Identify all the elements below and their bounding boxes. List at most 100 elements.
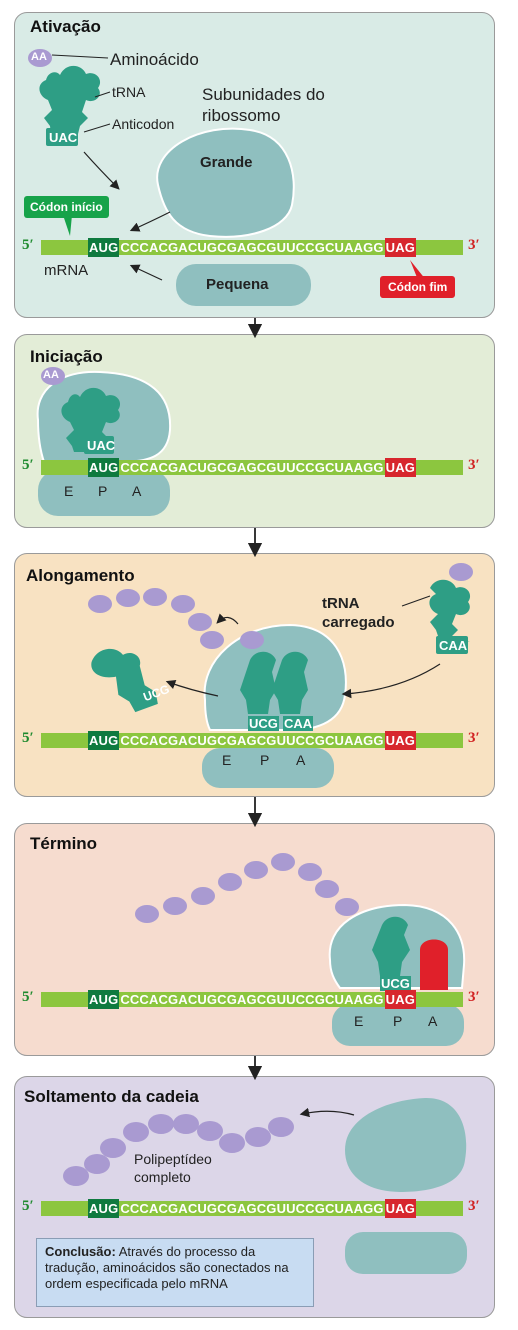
activation-title: Ativação bbox=[30, 17, 101, 36]
start-codon: AUG bbox=[88, 990, 120, 1009]
three-prime-label: 3′ bbox=[468, 237, 480, 253]
conclusion-text: Através do processo da tradução, aminoác… bbox=[45, 1244, 289, 1291]
mrna-middle-sequence: CCCACGACUGCGAGCGUUCCGCUAAGG bbox=[120, 460, 384, 475]
site-a: A bbox=[428, 1013, 438, 1029]
trna-shape bbox=[39, 65, 101, 146]
anticodon-uac-1: UAC bbox=[49, 130, 78, 145]
small-subunit bbox=[345, 1232, 467, 1274]
polypeptide-chain bbox=[63, 1114, 294, 1186]
start-codon: AUG bbox=[88, 238, 120, 257]
stop-codon: UAG bbox=[384, 238, 417, 257]
mrna-backbone bbox=[41, 460, 463, 475]
site-a: A bbox=[132, 483, 142, 499]
elongation-graphics bbox=[88, 563, 473, 788]
conclusion-heading: Conclusão: bbox=[45, 1244, 116, 1259]
activation-graphics bbox=[28, 49, 426, 306]
anticodon-caa-incoming: CAA bbox=[439, 638, 468, 653]
mrna-middle-sequence: CCCACGACUGCGAGCGUUCCGCUAAGG bbox=[120, 240, 384, 255]
release-factor bbox=[420, 939, 448, 990]
small-subunit bbox=[38, 470, 170, 516]
amino-acid-shape bbox=[41, 367, 65, 385]
mrna-backbone bbox=[41, 733, 463, 748]
five-prime-label: 5′ bbox=[22, 730, 34, 746]
stop-codon: UAG bbox=[384, 990, 417, 1009]
site-e: E bbox=[222, 752, 232, 768]
amino-acid-abbrev: AA bbox=[31, 51, 47, 63]
exiting-trna bbox=[91, 648, 158, 713]
mrna-middle-sequence: CCCACGACUGCGAGCGUUCCGCUAAGG bbox=[120, 1201, 384, 1216]
five-prime-label: 5′ bbox=[22, 237, 34, 253]
amino-acid-shape bbox=[28, 49, 52, 67]
mrna-backbone bbox=[41, 1201, 463, 1216]
stop-codon-tag: Códon fim bbox=[380, 276, 456, 298]
large-subunit-label: Grande bbox=[200, 154, 253, 171]
small-subunit bbox=[202, 748, 334, 788]
large-subunit bbox=[203, 623, 347, 731]
termination-title: Término bbox=[30, 834, 98, 853]
small-subunit bbox=[332, 1004, 464, 1046]
anticodon-ucg: UCG bbox=[248, 716, 279, 731]
charged-trna bbox=[429, 579, 471, 654]
trna-in-ribosome bbox=[240, 651, 308, 714]
site-a: A bbox=[296, 752, 306, 768]
mrna-middle-sequence: CCCACGACUGCGAGCGUUCCGCUAAGG bbox=[120, 992, 384, 1007]
site-e: E bbox=[354, 1013, 364, 1029]
start-codon: AUG bbox=[88, 731, 120, 750]
start-codon-tag: Códon início bbox=[24, 196, 109, 218]
anticodon-label: Anticodon bbox=[112, 116, 175, 132]
stop-codon: UAG bbox=[384, 1199, 417, 1218]
mrna-backbone bbox=[41, 992, 463, 1007]
stop-codon: UAG bbox=[384, 458, 417, 477]
start-codon: AUG bbox=[88, 458, 120, 477]
mrna-backbone bbox=[41, 240, 463, 255]
termination-graphics bbox=[135, 853, 466, 1046]
site-e: E bbox=[64, 483, 74, 499]
three-prime-label: 3′ bbox=[468, 457, 480, 473]
small-subunit-label: Pequena bbox=[206, 276, 269, 293]
start-codon: AUG bbox=[88, 1199, 120, 1218]
trna-shape bbox=[61, 387, 121, 454]
initiation-title: Iniciação bbox=[30, 347, 103, 366]
three-prime-label: 3′ bbox=[468, 989, 480, 1005]
trna-shape bbox=[372, 916, 410, 976]
polypeptide-label: Polipeptídeo completo bbox=[134, 1151, 212, 1185]
large-subunit bbox=[156, 127, 295, 238]
amino-acid-chain bbox=[135, 853, 359, 923]
amino-acid-chain bbox=[88, 563, 473, 649]
initiation-graphics bbox=[36, 367, 172, 516]
trna-label: tRNA bbox=[112, 84, 146, 100]
small-subunit bbox=[176, 264, 311, 306]
large-subunit bbox=[345, 1097, 467, 1192]
five-prime-label: 5′ bbox=[22, 457, 34, 473]
mrna-label: mRNA bbox=[44, 262, 89, 279]
charged-trna-label: tRNA carregado bbox=[322, 595, 395, 631]
stop-codon: UAG bbox=[384, 731, 417, 750]
ribosome-subunits-label: Subunidades do ribossomo bbox=[202, 85, 325, 125]
anticodon-caa-bound: CAA bbox=[283, 716, 314, 731]
mrna-middle-sequence: CCCACGACUGCGAGCGUUCCGCUAAGG bbox=[120, 733, 384, 748]
conclusion-box: Conclusão: Através do processo da traduç… bbox=[36, 1238, 314, 1307]
amino-acid-label: Aminoácido bbox=[110, 50, 199, 69]
site-p: P bbox=[260, 752, 270, 768]
release-title: Soltamento da cadeia bbox=[24, 1087, 199, 1106]
anticodon-ucg-term: UCG bbox=[380, 976, 411, 991]
three-prime-label: 3′ bbox=[468, 1198, 480, 1214]
five-prime-label: 5′ bbox=[22, 989, 34, 1005]
three-prime-label: 3′ bbox=[468, 730, 480, 746]
anticodon-uac-2: UAC bbox=[87, 438, 116, 453]
five-prime-label: 5′ bbox=[22, 1198, 34, 1214]
elongation-title: Alongamento bbox=[26, 566, 135, 585]
site-p: P bbox=[98, 483, 108, 499]
site-p: P bbox=[393, 1013, 403, 1029]
amino-acid-abbrev: AA bbox=[43, 369, 59, 381]
